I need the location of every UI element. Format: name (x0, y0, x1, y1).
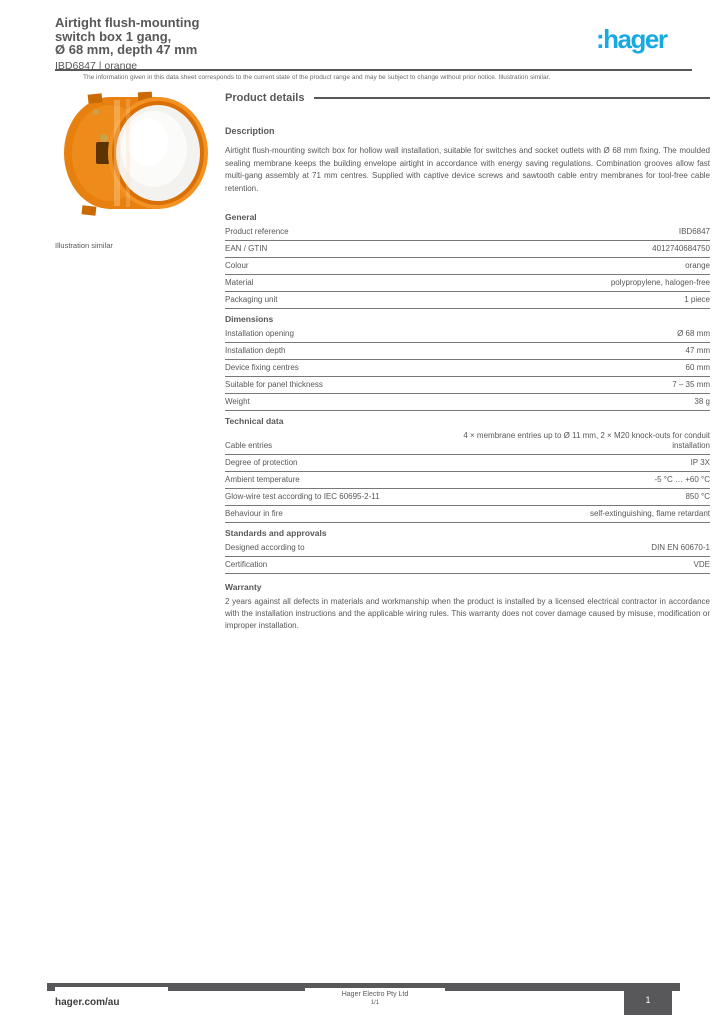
spec-label: Installation depth (225, 346, 286, 355)
spec-label: Certification (225, 560, 268, 569)
spec-row: Glow-wire test according to IEC 60695-2-… (225, 489, 710, 506)
description-text: Airtight flush-mounting switch box for h… (225, 146, 710, 193)
spec-value: polypropylene, halogen-free (610, 278, 710, 287)
spec-label: Suitable for panel thickness (225, 380, 323, 389)
spec-row: Packaging unit 1 piece (225, 292, 710, 309)
spec-row: Certification VDE (225, 557, 710, 574)
spec-label: Product reference (225, 227, 289, 236)
spec-label: Installation opening (225, 329, 294, 338)
spec-label: Glow-wire test according to IEC 60695-2-… (225, 492, 380, 501)
spec-label: Degree of protection (225, 458, 298, 467)
spec-row: Designed according to DIN EN 60670-1 (225, 540, 710, 557)
spec-section-heading-dimensions: Dimensions (225, 314, 274, 324)
spec-table: General Product reference IBD6847 EAN / … (225, 207, 710, 632)
spec-row: Colour orange (225, 258, 710, 275)
spec-value: -5 °C … +60 °C (654, 475, 710, 484)
spec-row: Installation depth 47 mm (225, 343, 710, 360)
spec-label: Cable entries (225, 441, 273, 450)
spec-value: orange (685, 261, 710, 270)
spec-label: Ambient temperature (225, 475, 300, 484)
section-title-row: Product details (225, 92, 710, 104)
spec-row: Installation opening Ø 68 mm (225, 326, 710, 343)
spec-value: 38 g (694, 397, 710, 406)
spec-value: 4012740684750 (652, 244, 710, 253)
footer-divider-bar (47, 983, 680, 991)
footer-website-link[interactable]: hager.com/au (55, 987, 168, 1017)
warranty-heading: Warranty (225, 582, 262, 592)
header-divider (55, 69, 692, 71)
spec-label: Weight (225, 397, 250, 406)
spec-value: 1 piece (684, 295, 710, 304)
spec-row: EAN / GTIN 4012740684750 (225, 241, 710, 258)
spec-value: self-extinguishing, flame retardant (589, 509, 710, 518)
spec-row: Device fixing centres 60 mm (225, 360, 710, 377)
flush-box-illustration (64, 91, 208, 216)
spec-value: VDE (693, 560, 710, 569)
main-content: Product details Description Airtight flu… (225, 92, 710, 632)
product-title-line-1: Airtight flush-mounting (55, 15, 200, 30)
spec-label: Colour (225, 261, 249, 270)
spec-section-heading-technical: Technical data (225, 416, 284, 426)
page-number-badge: 1 (624, 985, 672, 1015)
spec-label: Device fixing centres (225, 363, 299, 372)
product-title-line-2: switch box 1 gang, (55, 28, 172, 44)
spec-value: 60 mm (685, 363, 710, 372)
spec-value: IP 3X (690, 458, 710, 467)
spec-row: Cable entries 4 × membrane entries up to… (225, 428, 710, 455)
spec-row: Product reference IBD6847 (225, 224, 710, 241)
footer-company-name: Hager Electro Pty Ltd (341, 991, 409, 998)
spec-label: Designed according to (225, 543, 305, 552)
spec-value: 47 mm (685, 346, 710, 355)
footer-page-indicator: 1/1 (370, 1000, 380, 1006)
spec-value: 4 × membrane entries up to Ø 11 mm, 2 × … (463, 431, 710, 450)
footer-company-info: Hager Electro Pty Ltd 1/1 (305, 988, 445, 1010)
product-title: Airtight flush-mounting switch box 1 gan… (55, 16, 285, 73)
spec-value: IBD6847 (678, 227, 710, 236)
spec-section-heading-general: General (225, 212, 257, 222)
spec-section-heading-standards: Standards and approvals (225, 528, 327, 538)
warranty-text: 2 years against all defects in materials… (225, 597, 710, 630)
spec-value: 7 – 35 mm (672, 380, 710, 389)
product-subtitle: IBD6847 | orange (55, 59, 138, 72)
spec-row: Weight 38 g (225, 394, 710, 411)
spec-value: DIN EN 60670-1 (651, 543, 710, 552)
spec-label: Behaviour in fire (225, 509, 283, 518)
spec-row: Material polypropylene, halogen-free (225, 275, 710, 292)
image-caption: Illustration similar (55, 241, 113, 250)
section-title: Product details (225, 92, 305, 104)
spec-value: 850 °C (685, 492, 710, 501)
spec-row: Degree of protection IP 3X (225, 455, 710, 472)
spec-row: Suitable for panel thickness 7 – 35 mm (225, 377, 710, 394)
spec-label: EAN / GTIN (225, 244, 268, 253)
hager-logo: :hager (596, 24, 668, 54)
spec-row: Ambient temperature -5 °C … +60 °C (225, 472, 710, 489)
spec-label: Packaging unit (225, 295, 278, 304)
product-photo (60, 90, 210, 220)
spec-label: Material (225, 278, 254, 287)
section-title-divider (314, 97, 710, 99)
spec-value: Ø 68 mm (677, 329, 710, 338)
spec-row: Behaviour in fire self-extinguishing, fl… (225, 506, 710, 523)
header-fine-print: The information given in this data sheet… (83, 74, 551, 81)
product-title-line-3: Ø 68 mm, depth 47 mm (55, 42, 198, 57)
description-heading: Description (225, 126, 275, 136)
